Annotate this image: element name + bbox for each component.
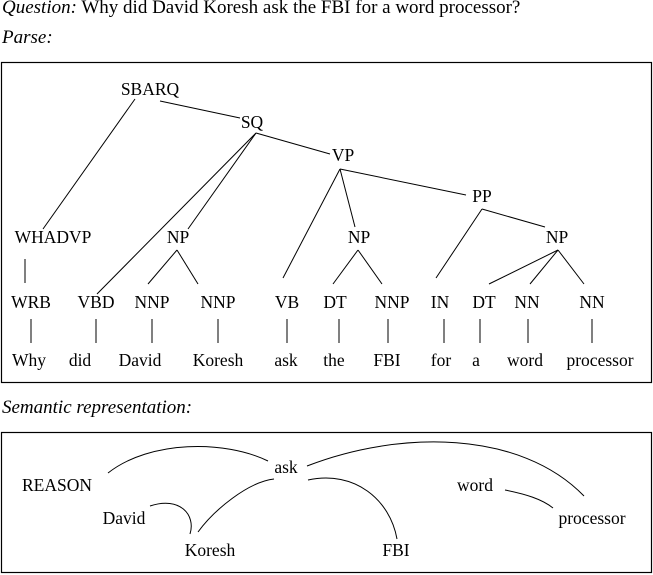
token-word: the (323, 350, 345, 370)
pos-tag: DT (323, 292, 347, 312)
question-label: Question: (2, 0, 77, 18)
token-word: Why (12, 350, 46, 370)
edge-sq-np (187, 132, 257, 230)
arc-word-processor (504, 489, 554, 509)
pos-tag: IN (431, 292, 450, 312)
edge-np-nnp (357, 249, 383, 285)
token-word: FBI (373, 350, 400, 370)
edge-vp-np (339, 168, 356, 228)
node-pp: PP (472, 186, 492, 206)
pos-tag: VB (275, 292, 299, 312)
pos-tag: WRB (11, 292, 51, 312)
semantic-node-fbi: FBI (382, 540, 409, 560)
token-word: did (69, 350, 92, 370)
arc-ask-koresh (197, 478, 275, 533)
node-np-subject: NP (167, 227, 190, 247)
arc-ask-processor (306, 441, 585, 497)
node-vp: VP (332, 145, 355, 165)
edge-sq-vbd (96, 132, 257, 295)
semantic-node-reason: REASON (22, 475, 92, 495)
question-text: Why did David Koresh ask the FBI for a w… (81, 0, 521, 18)
edge-np-nnp1 (147, 249, 178, 285)
semantic-label: Semantic representation: (2, 397, 193, 418)
semantic-node-processor: processor (558, 508, 625, 528)
arc-koresh-david (149, 502, 192, 535)
question-line: Question: Why did David Koresh ask the F… (2, 0, 520, 19)
parse-tree-edges (24, 98, 593, 343)
token-word: a (472, 350, 480, 370)
pos-tag: VBD (78, 292, 115, 312)
node-sbarq: SBARQ (121, 79, 180, 99)
semantic-node-ask: ask (274, 457, 298, 477)
token-word: processor (566, 350, 633, 370)
edge-np-dt2 (488, 249, 559, 285)
edge-np-nn2 (557, 249, 585, 285)
arc-ask-fbi (307, 477, 398, 540)
edge-np-dt (332, 249, 359, 285)
semantic-node-david: David (103, 508, 146, 528)
pos-tag: NNP (134, 292, 169, 312)
parse-label: Parse: (2, 27, 53, 48)
edge-vp-vb (282, 168, 341, 279)
edge-sq-vp (255, 132, 331, 155)
pos-tag: NN (579, 292, 605, 312)
edge-sbarq-whadvp (42, 98, 136, 230)
node-np-pp-object: NP (546, 227, 569, 247)
token-word: Koresh (193, 350, 244, 370)
token-word: word (507, 350, 543, 370)
edge-sbarq-sq (159, 100, 241, 119)
token-word: ask (274, 350, 298, 370)
pos-tag: NN (514, 292, 540, 312)
node-sq: SQ (241, 112, 264, 132)
edge-pp-in (435, 208, 483, 279)
token-word: for (431, 350, 452, 370)
pos-tag: NNP (200, 292, 235, 312)
token-word: David (119, 350, 162, 370)
semantic-frame (0, 431, 653, 574)
edge-np-nn1 (529, 249, 559, 285)
semantic-node-koresh: Koresh (185, 540, 236, 560)
arc-ask-reason (107, 446, 269, 474)
semantic-arcs (107, 441, 585, 540)
edge-np-nnp2 (176, 249, 199, 285)
edge-pp-np (481, 208, 546, 228)
node-np-object: NP (348, 227, 371, 247)
pos-tag: NNP (374, 292, 409, 312)
node-whadvp: WHADVP (15, 227, 92, 247)
semantic-node-word: word (457, 475, 493, 495)
edge-vp-pp (339, 168, 467, 196)
parse-tree-frame (0, 61, 653, 384)
pos-tag: DT (472, 292, 496, 312)
